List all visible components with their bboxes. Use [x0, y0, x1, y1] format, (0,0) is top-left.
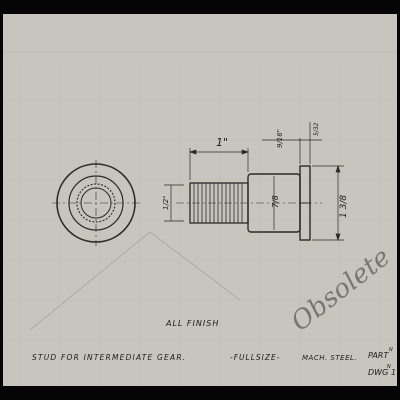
dwg-sup: N: [387, 364, 391, 370]
dim-body-dia: 7/8: [271, 195, 280, 208]
drawing-scale: -FULLSIZE-: [230, 353, 280, 362]
finish-note: ALL FINISH: [165, 319, 219, 328]
dwg-label: DWG: [368, 368, 388, 377]
dwg-tail: 1: [391, 368, 396, 377]
dim-collar-dia: 9/16": [276, 129, 284, 148]
drawing-title: STUD FOR INTERMEDIATE GEAR.: [32, 353, 186, 362]
end-view: [52, 160, 140, 246]
construction-lines: [29, 231, 241, 331]
drawing-material: MACH. STEEL.: [302, 354, 357, 362]
part-sup: N: [389, 347, 393, 353]
dim-head-dia: 1 3/8: [339, 195, 349, 218]
dim-thread-dia: 1/2": [162, 196, 170, 211]
part-label: PART: [368, 351, 389, 360]
dimension-lines: [164, 122, 344, 242]
dim-collar-thickness: 5/32: [313, 122, 320, 136]
side-view: [176, 165, 322, 241]
dim-length-main: 1": [216, 136, 228, 149]
